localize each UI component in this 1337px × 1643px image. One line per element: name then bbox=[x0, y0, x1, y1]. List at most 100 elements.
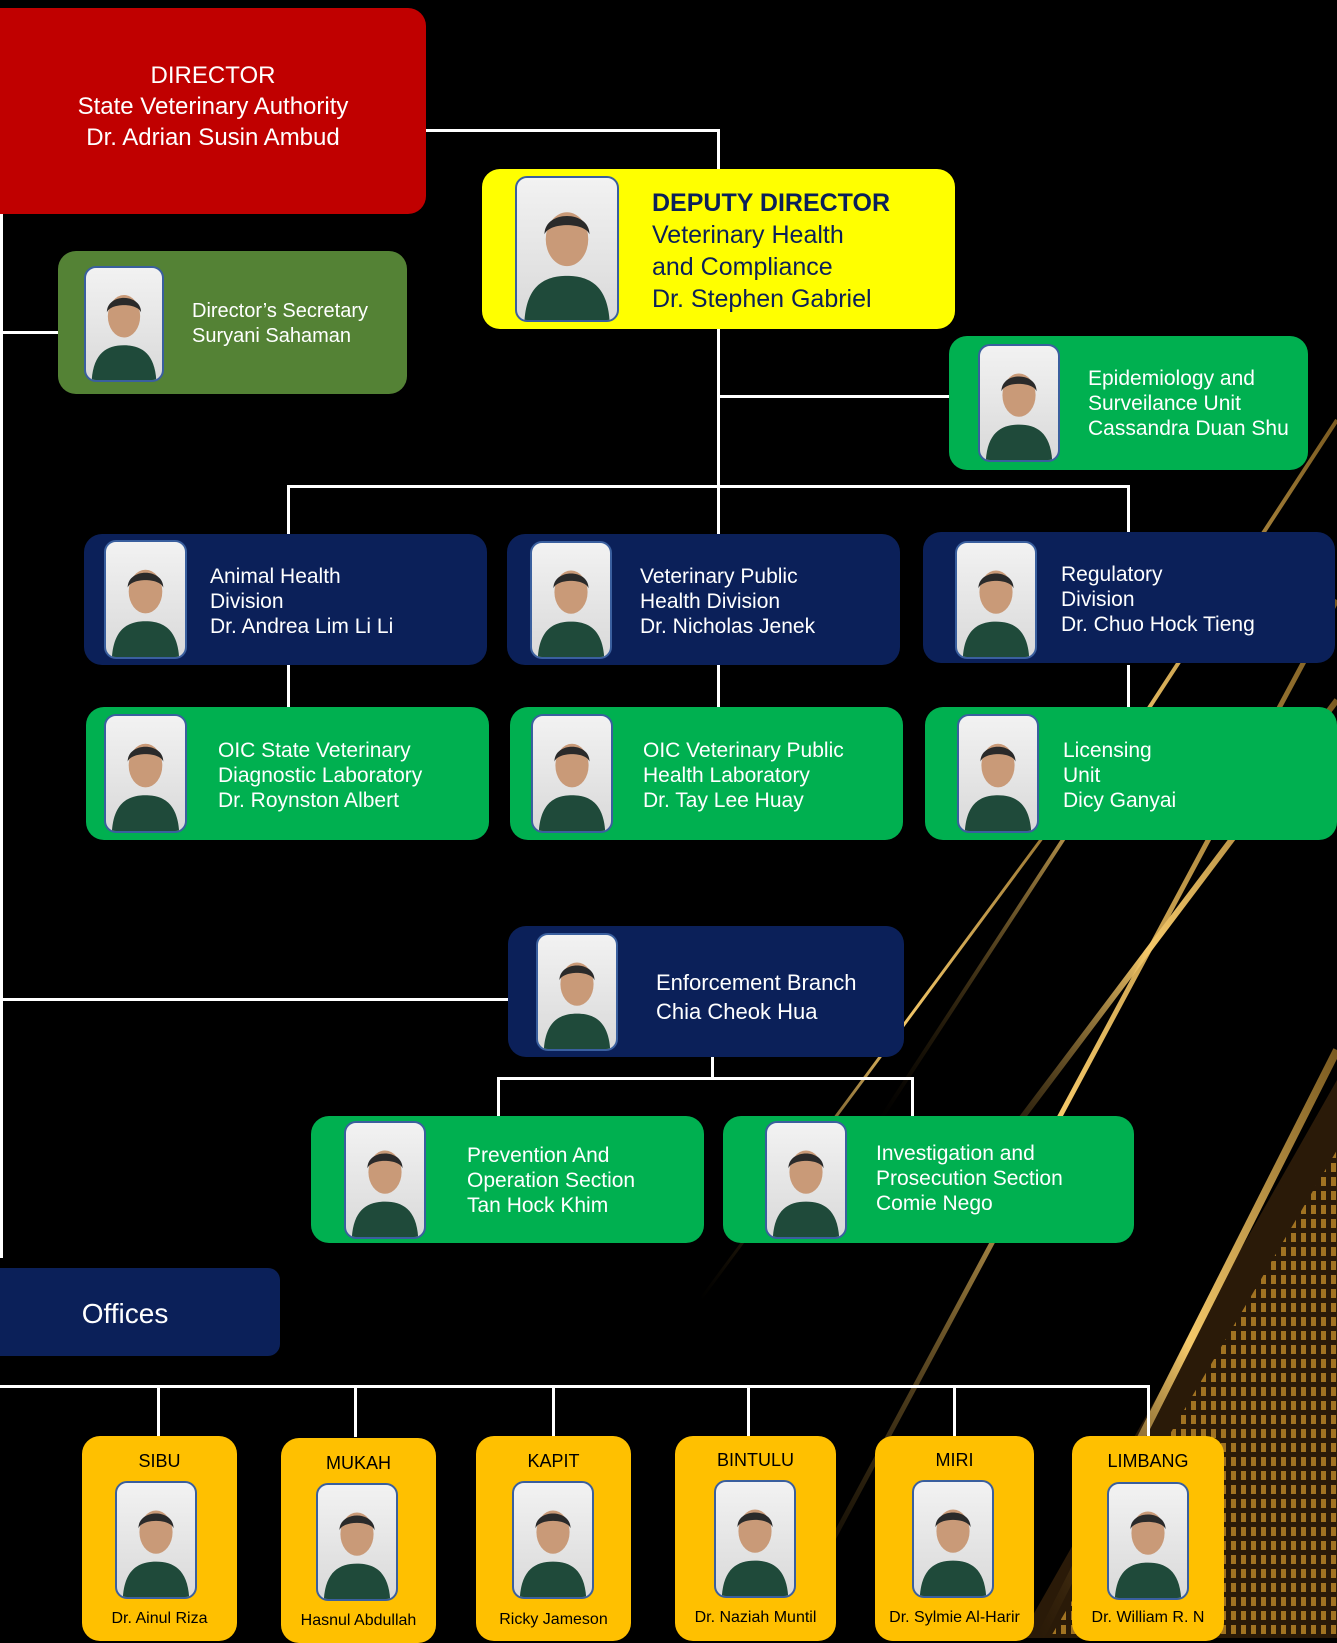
office-head-name: Hasnul Abdullah bbox=[300, 1612, 417, 1629]
secretary-role: Director’s Secretary bbox=[192, 300, 368, 322]
person-silhouette-icon bbox=[543, 962, 611, 1049]
division-head-name: Dr. Nicholas Jenek bbox=[640, 615, 816, 638]
office-title: MIRI bbox=[935, 1450, 974, 1470]
director-name: Dr. Adrian Susin Ambud bbox=[86, 124, 340, 151]
unit-line-2: Health Laboratory bbox=[643, 764, 810, 787]
section-prevention-operation: Prevention And Operation Section Tan Hoc… bbox=[311, 1116, 704, 1243]
deputy-director-box: DEPUTY DIRECTOR Veterinary Health and Co… bbox=[482, 169, 955, 329]
office-title: MUKAH bbox=[325, 1453, 391, 1473]
unit-line-1: OIC Veterinary Public bbox=[643, 739, 844, 762]
person-silhouette-icon bbox=[721, 1509, 789, 1596]
person-silhouette-icon bbox=[111, 569, 180, 657]
office-title: KAPIT bbox=[527, 1451, 580, 1471]
office-head-name: Dr. Sylmie Al-Harir bbox=[889, 1609, 1020, 1626]
section-investigation-prosecution: Investigation and Prosecution Section Co… bbox=[723, 1116, 1134, 1243]
section-photo bbox=[344, 1121, 426, 1239]
unit-line-1: OIC State Veterinary bbox=[218, 739, 411, 762]
person-silhouette-icon bbox=[985, 373, 1053, 460]
office-title: SIBU bbox=[138, 1451, 181, 1471]
deputy-dept-1: Veterinary Health bbox=[652, 221, 844, 249]
office-limbang: LIMBANG Dr. William R. N bbox=[1072, 1436, 1224, 1641]
person-silhouette-icon bbox=[919, 1509, 987, 1596]
division-line-1: Veterinary Public bbox=[640, 565, 798, 588]
epidemiology-unit-box: Epidemiology and Surveilance Unit Cassan… bbox=[949, 336, 1308, 470]
deputy-dept-2: and Compliance bbox=[652, 253, 833, 281]
division-head-name: Dr. Andrea Lim Li Li bbox=[210, 615, 394, 638]
unit-photo bbox=[957, 714, 1039, 833]
deputy-name: Dr. Stephen Gabriel bbox=[652, 285, 872, 313]
office-photo bbox=[714, 1480, 796, 1598]
director-title: DIRECTOR bbox=[150, 62, 276, 89]
person-silhouette-icon bbox=[351, 1150, 419, 1237]
office-kapit: KAPIT Ricky Jameson bbox=[476, 1436, 631, 1641]
person-silhouette-icon bbox=[122, 1510, 190, 1597]
epidemiology-name: Cassandra Duan Shu bbox=[1088, 417, 1289, 440]
offices-label: Offices bbox=[81, 1298, 169, 1329]
division-line-2: Division bbox=[1061, 588, 1135, 611]
unit-diagnostic-laboratory: OIC State Veterinary Diagnostic Laborato… bbox=[86, 707, 489, 840]
office-head-name: Dr. William R. N bbox=[1091, 1609, 1205, 1626]
section-line-2: Prosecution Section bbox=[876, 1167, 1063, 1190]
office-title: BINTULU bbox=[716, 1450, 794, 1470]
person-silhouette-icon bbox=[964, 743, 1032, 831]
division-head-name: Dr. Chuo Hock Tieng bbox=[1061, 613, 1255, 636]
unit-photo bbox=[104, 714, 187, 833]
division-regulatory: Regulatory Division Dr. Chuo Hock Tieng bbox=[923, 532, 1335, 663]
office-head-name: Dr. Ainul Riza bbox=[111, 1610, 208, 1627]
division-photo bbox=[104, 540, 187, 659]
unit-head-name: Dr. Tay Lee Huay bbox=[643, 789, 804, 812]
person-silhouette-icon bbox=[537, 570, 605, 657]
director-authority: State Veterinary Authority bbox=[77, 93, 349, 120]
person-silhouette-icon bbox=[524, 212, 610, 320]
person-silhouette-icon bbox=[519, 1510, 587, 1597]
section-head-name: Tan Hock Khim bbox=[467, 1194, 609, 1217]
person-silhouette-icon bbox=[91, 295, 157, 380]
secretary-photo bbox=[84, 266, 164, 382]
offices-header: Offices bbox=[0, 1268, 280, 1356]
unit-public-health-laboratory: OIC Veterinary Public Health Laboratory … bbox=[510, 707, 903, 840]
epidemiology-line-2: Surveilance Unit bbox=[1088, 392, 1241, 415]
section-line-2: Operation Section bbox=[467, 1169, 636, 1192]
office-photo bbox=[316, 1483, 398, 1601]
unit-licensing: Licensing Unit Dicy Ganyai bbox=[925, 707, 1337, 840]
section-photo bbox=[765, 1121, 847, 1239]
office-miri: MIRI Dr. Sylmie Al-Harir bbox=[875, 1436, 1034, 1641]
epidemiology-photo bbox=[978, 344, 1060, 462]
section-head-name: Comie Nego bbox=[876, 1192, 993, 1215]
unit-line-2: Unit bbox=[1063, 764, 1101, 787]
enforcement-branch-box: Enforcement Branch Chia Cheok Hua bbox=[508, 926, 904, 1057]
director-box: DIRECTOR State Veterinary Authority Dr. … bbox=[0, 8, 426, 214]
office-head-name: Ricky Jameson bbox=[499, 1611, 608, 1628]
person-silhouette-icon bbox=[772, 1150, 840, 1237]
enforcement-name: Chia Cheok Hua bbox=[656, 999, 818, 1024]
enforcement-photo bbox=[536, 933, 618, 1051]
office-sibu: SIBU Dr. Ainul Riza bbox=[82, 1436, 237, 1641]
person-silhouette-icon bbox=[962, 570, 1030, 657]
office-photo bbox=[912, 1480, 994, 1598]
person-silhouette-icon bbox=[538, 743, 606, 831]
office-photo bbox=[1107, 1482, 1189, 1600]
division-line-2: Health Division bbox=[640, 590, 781, 613]
section-line-1: Investigation and bbox=[876, 1142, 1035, 1165]
division-photo bbox=[955, 541, 1037, 659]
person-silhouette-icon bbox=[111, 743, 180, 831]
division-line-1: Regulatory bbox=[1061, 563, 1163, 586]
person-silhouette-icon bbox=[323, 1512, 391, 1599]
division-animal-health: Animal Health Division Dr. Andrea Lim Li… bbox=[84, 534, 487, 665]
unit-head-name: Dicy Ganyai bbox=[1063, 789, 1177, 812]
division-line-2: Division bbox=[210, 590, 284, 613]
person-silhouette-icon bbox=[1114, 1511, 1182, 1598]
office-title: LIMBANG bbox=[1107, 1451, 1189, 1471]
office-mukah: MUKAH Hasnul Abdullah bbox=[281, 1438, 436, 1643]
office-head-name: Dr. Naziah Muntil bbox=[694, 1609, 817, 1626]
office-photo bbox=[512, 1481, 594, 1599]
unit-line-1: Licensing bbox=[1063, 739, 1152, 762]
unit-line-2: Diagnostic Laboratory bbox=[218, 764, 423, 787]
office-bintulu: BINTULU Dr. Naziah Muntil bbox=[675, 1436, 836, 1641]
unit-head-name: Dr. Roynston Albert bbox=[218, 789, 399, 812]
deputy-director-photo bbox=[515, 176, 619, 322]
secretary-box: Director’s Secretary Suryani Sahaman bbox=[58, 251, 407, 394]
section-line-1: Prevention And bbox=[467, 1144, 610, 1167]
epidemiology-line-1: Epidemiology and bbox=[1088, 367, 1255, 390]
deputy-title: DEPUTY DIRECTOR bbox=[652, 189, 891, 217]
